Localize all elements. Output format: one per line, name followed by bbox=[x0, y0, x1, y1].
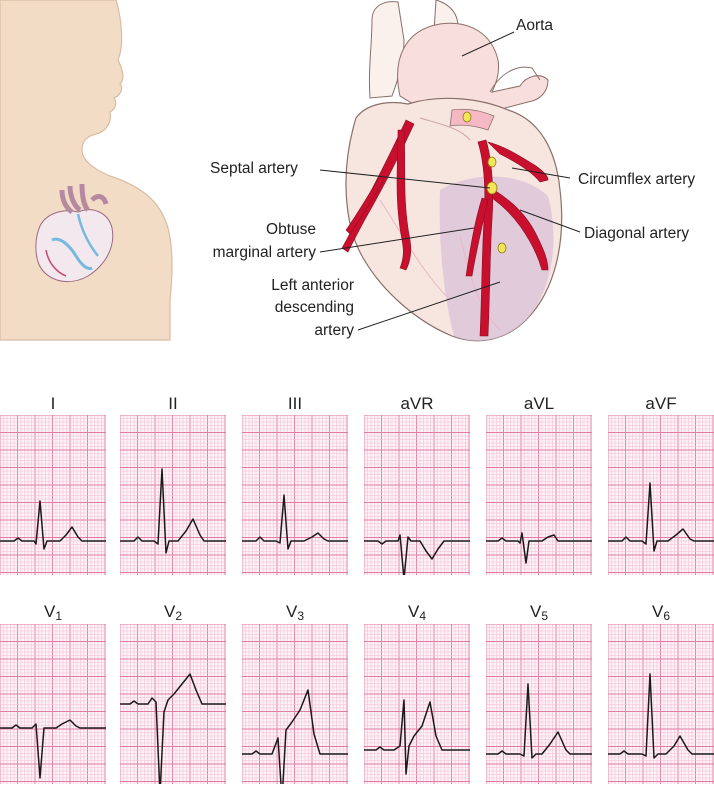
ecg-lead-label: aVF bbox=[645, 394, 677, 413]
label-diagonal-artery: Diagonal artery bbox=[584, 225, 689, 242]
label-obtuse-marginal-line1: Obtuse bbox=[266, 221, 316, 238]
ecg-lead-label: V4 bbox=[407, 602, 427, 623]
ecg-lead-label: V2 bbox=[163, 602, 183, 623]
ecg-trace-panel bbox=[486, 415, 592, 575]
ecg-grid bbox=[120, 415, 226, 575]
label-lad-line1: Left anterior bbox=[271, 277, 354, 294]
ecg-grid bbox=[608, 415, 714, 575]
ecg-waveform bbox=[0, 500, 106, 550]
ecg-waveform bbox=[608, 482, 714, 552]
ecg-grid bbox=[364, 415, 470, 575]
ecg-lead-V5: V5 bbox=[486, 602, 592, 784]
ecg-waveform bbox=[120, 673, 226, 784]
ecg-lead-V4: V4 bbox=[364, 602, 470, 784]
ecg-trace-panel bbox=[364, 624, 470, 784]
ecg-grid bbox=[364, 624, 470, 784]
ecg-lead-label: V3 bbox=[285, 602, 305, 623]
ecg-lead-label: I bbox=[50, 394, 56, 413]
ecg-lead-V1: V1 bbox=[0, 602, 106, 784]
ecg-waveform bbox=[242, 689, 348, 784]
ecg-grid bbox=[0, 415, 106, 575]
ecg-lead-V6: V6 bbox=[608, 602, 714, 784]
ecg-lead-aVR: aVR bbox=[364, 394, 470, 575]
ecg-grid bbox=[486, 624, 592, 784]
ecg-trace-panel bbox=[120, 624, 226, 784]
ecg-trace-panel bbox=[608, 415, 714, 575]
human-silhouette bbox=[0, 0, 173, 341]
ecg-waveform bbox=[364, 699, 470, 775]
ecg-trace-panel bbox=[486, 624, 592, 784]
ecg-trace-panel bbox=[242, 624, 348, 784]
ecg-lead-label: aVR bbox=[400, 394, 434, 413]
ecg-waveform bbox=[120, 468, 226, 554]
ecg-grid bbox=[242, 624, 348, 784]
ecg-lead-aVL: aVL bbox=[486, 394, 592, 575]
ecg-grid bbox=[486, 415, 592, 575]
ecg-lead-label: III bbox=[287, 394, 303, 413]
ecg-lead-label: V6 bbox=[651, 602, 671, 623]
ecg-waveform bbox=[608, 673, 714, 759]
ecg-trace-panel bbox=[242, 415, 348, 575]
ecg-lead-label: II bbox=[168, 394, 178, 413]
label-septal-artery: Septal artery bbox=[210, 160, 298, 177]
ecg-trace-panel bbox=[120, 415, 226, 575]
label-obtuse-marginal-line2: marginal artery bbox=[213, 244, 317, 261]
ecg-lead-I: I bbox=[0, 394, 106, 575]
heart-illustration bbox=[341, 0, 563, 342]
ecg-trace-panel bbox=[364, 415, 470, 575]
ecg-waveform bbox=[486, 532, 592, 564]
ecg-lead-label: V1 bbox=[43, 602, 63, 623]
coronary-anatomy-illustration: Aorta Septal artery Circumflex artery Ob… bbox=[0, 0, 695, 342]
leader-lines bbox=[319, 31, 581, 331]
small-heart-illustration bbox=[35, 183, 114, 282]
ecg-grid bbox=[0, 624, 106, 784]
ecg-trace-panel bbox=[608, 624, 714, 784]
label-lad-line3: artery bbox=[314, 322, 354, 339]
ecg-waveform bbox=[242, 494, 348, 550]
ecg-lead-label: aVL bbox=[523, 394, 555, 413]
ecg-trace-panel bbox=[0, 415, 106, 575]
ecg-grid bbox=[242, 415, 348, 575]
ecg-waveform bbox=[0, 719, 106, 779]
ecg-grid bbox=[608, 624, 714, 784]
ecg-lead-II: II bbox=[120, 394, 226, 575]
ecg-trace-panel bbox=[0, 624, 106, 784]
label-aorta: Aorta bbox=[516, 17, 553, 34]
ecg-lead-V3: V3 bbox=[242, 602, 348, 784]
ecg-lead-III: III bbox=[242, 394, 348, 575]
label-lad-line2: descending bbox=[275, 299, 354, 316]
ecg-lead-V2: V2 bbox=[120, 602, 226, 784]
label-circumflex-artery: Circumflex artery bbox=[578, 171, 695, 188]
ecg-waveform bbox=[364, 534, 470, 575]
ecg-lead-aVF: aVF bbox=[608, 394, 714, 575]
ecg-waveform bbox=[486, 683, 592, 759]
ecg-lead-label: V5 bbox=[529, 602, 549, 623]
